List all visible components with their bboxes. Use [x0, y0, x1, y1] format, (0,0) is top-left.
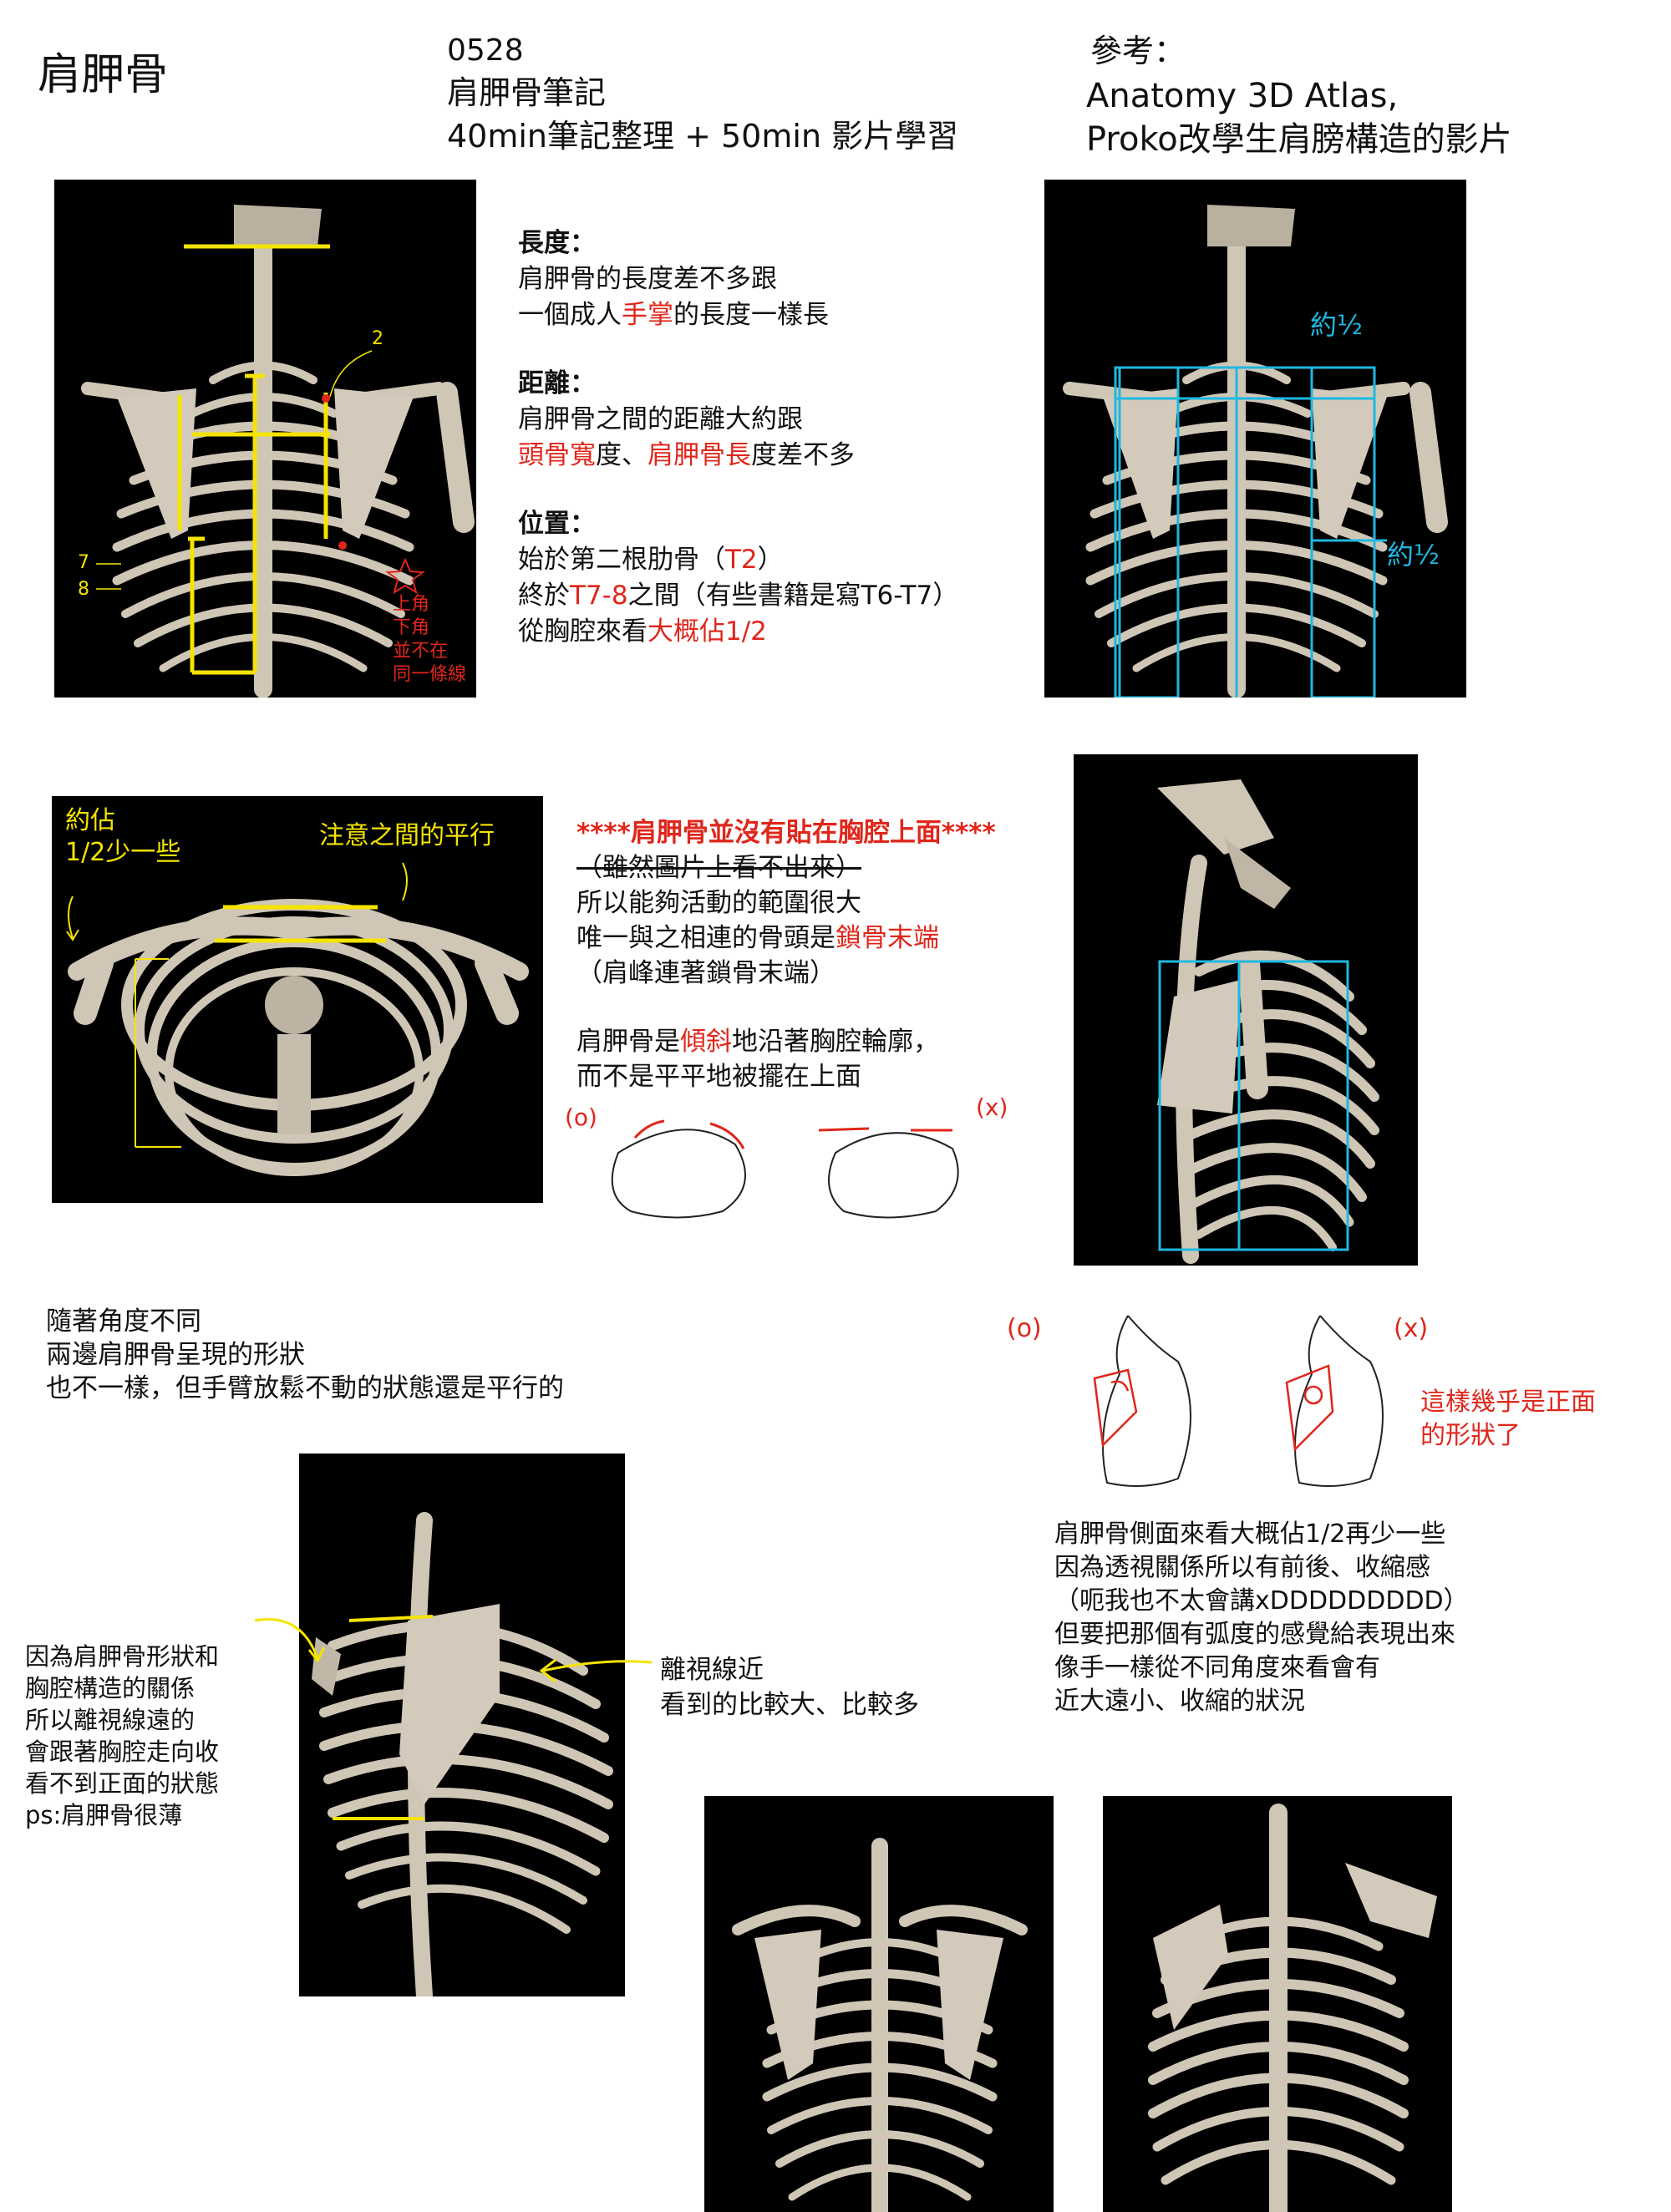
note2-line-1: 所以能夠活動的範圍很大: [576, 888, 861, 918]
position-heading: 位置：: [518, 509, 596, 539]
rib-7-label: 7: [78, 552, 89, 573]
note3-line-1: 隨著角度不同: [46, 1306, 201, 1337]
distance-heading: 距離：: [518, 368, 596, 398]
scapula-side-sketch: [1093, 1315, 1384, 1487]
reference-2: Proko改學生肩膀構造的影片: [1086, 120, 1512, 159]
position-line-1: 始於第二根肋骨（T2）: [518, 545, 784, 575]
subtitle-1: 肩胛骨筆記: [447, 74, 607, 111]
distance-line-2: 頭骨寬度、肩胛骨長度差不多: [518, 440, 855, 470]
skeleton-top-drawing: [66, 862, 529, 1176]
note6-line-6: 近大遠小、收縮的狀況: [1054, 1687, 1305, 1716]
note3-line-2: 兩邊肩胛骨呈現的形狀: [46, 1340, 305, 1370]
wrong-mark-2: (x): [1394, 1314, 1429, 1343]
position-line-2: 終於T7-8之間（有些書籍是寫T6-T7）: [518, 581, 959, 611]
skeleton-three-quarter-photo: [299, 1454, 625, 1996]
about-half-right: 約½: [1387, 539, 1440, 571]
rib-cross-section-sketch: [611, 1119, 959, 1219]
note4-line-3: 所以離視線遠的: [25, 1706, 196, 1734]
skeleton-back-photo: 2 7 8 上角 下角 並不在 同一條線: [54, 180, 476, 698]
top-note-right: 注意之間的平行: [319, 821, 495, 850]
warning-line: ****肩胛骨並沒有貼在胸腔上面****: [576, 818, 996, 848]
side-note-1: 這樣幾乎是正面: [1420, 1388, 1596, 1417]
subtitle-2: 40min筆記整理 + 50min 影片學習: [447, 118, 959, 155]
note6-line-3: （呃我也不太會講xDDDDDDDDD）: [1054, 1586, 1469, 1616]
angle-note-3: 並不在: [393, 641, 449, 662]
skeleton-back-drawing: [81, 205, 475, 698]
skeleton-three-quarter-drawing: [312, 1512, 613, 1996]
reference-1: Anatomy 3D Atlas,: [1086, 77, 1399, 115]
length-line-1: 肩胛骨的長度差不多跟: [518, 264, 777, 294]
skeleton-back-high-drawing: [1148, 1804, 1437, 2212]
correct-mark-2: (o): [1007, 1314, 1042, 1343]
angle-note-4: 同一條線: [393, 664, 467, 685]
note3-line-3: 也不一樣，但手臂放鬆不動的狀態還是平行的: [46, 1373, 564, 1403]
angle-note-2: 下角: [393, 617, 430, 638]
note4-line-2: 胸腔構造的關係: [25, 1674, 196, 1702]
note4-line-1: 因為肩胛骨形狀和: [25, 1642, 220, 1671]
rib-2-label: 2: [372, 328, 383, 349]
skeleton-back-low-drawing: [732, 1838, 1028, 2212]
date-label: 0528: [447, 33, 524, 68]
note6-line-2: 因為透視關係所以有前後、收縮感: [1054, 1553, 1430, 1582]
distance-line-1: 肩胛骨之間的距離大約跟: [518, 404, 803, 434]
note2-line-2: 唯一與之相連的骨頭是鎖骨末端: [576, 923, 939, 953]
angle-note-1: 上角: [393, 594, 430, 615]
note2-line-5: 而不是平平地被擺在上面: [576, 1062, 861, 1092]
skeleton-back-cyan-drawing: [1063, 205, 1448, 698]
correct-mark-1: (o): [565, 1103, 597, 1131]
length-line-2: 一個成人手掌的長度一樣長: [518, 300, 829, 330]
note6-line-5: 像手一樣從不同角度來看會有: [1054, 1653, 1380, 1682]
note5-line-2: 看到的比較大、比較多: [660, 1690, 919, 1720]
strike-line: （雖然圖片上看不出來）: [576, 853, 861, 883]
position-line-3: 從胸腔來看大概佔1/2: [518, 616, 767, 647]
top-note-left-2: 1/2少一些: [65, 838, 181, 867]
note6-line-4: 但要把那個有弧度的感覺給表現出來: [1054, 1620, 1455, 1649]
note2-line-3: （肩峰連著鎖骨末端）: [576, 958, 836, 988]
note4-line-6: ps:肩胛骨很薄: [25, 1801, 183, 1829]
wrong-mark-1: (x): [976, 1093, 1008, 1121]
about-half-top: 約½: [1310, 309, 1364, 341]
note5-line-1: 離視線近: [660, 1655, 764, 1685]
arrow-left: [254, 1618, 326, 1663]
skeleton-back-low-photo: [704, 1796, 1054, 2212]
side-note-2: 的形狀了: [1420, 1421, 1521, 1450]
page-title: 肩胛骨: [38, 50, 169, 100]
note4-line-4: 會跟著胸腔走向收: [25, 1738, 220, 1766]
top-note-left-1: 約佔: [65, 806, 115, 835]
note4-line-5: 看不到正面的狀態: [25, 1769, 220, 1798]
rib-8-label: 8: [78, 579, 89, 600]
skeleton-top-photo: 約佔 1/2少一些 注意之間的平行: [52, 796, 543, 1203]
skeleton-back-cyan-photo: 約½ 約½: [1044, 180, 1466, 698]
skeleton-side-photo: [1074, 754, 1418, 1266]
reference-label: 參考：: [1090, 33, 1186, 69]
skeleton-side-drawing: [1157, 779, 1379, 1264]
note2-line-4: 肩胛骨是傾斜地沿著胸腔輪廓，: [576, 1027, 939, 1057]
arrow-right: [539, 1658, 653, 1683]
note6-line-1: 肩胛骨側面來看大概佔1/2再少一些: [1054, 1519, 1446, 1549]
length-heading: 長度：: [518, 228, 596, 258]
skeleton-back-high-photo: [1103, 1796, 1452, 2212]
